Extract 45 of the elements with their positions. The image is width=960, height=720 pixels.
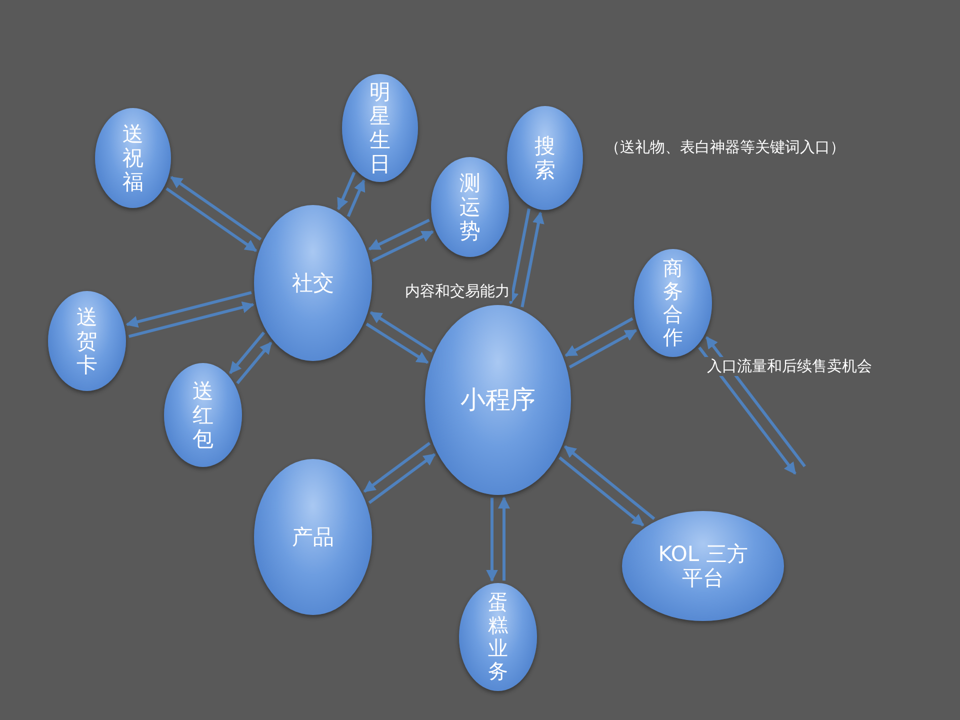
ellipse-node xyxy=(431,157,509,257)
note-text: （送礼物、表白神器等关键词入口） xyxy=(605,138,845,157)
node-text: 送祝福 xyxy=(122,122,144,194)
node-text: 商务合作 xyxy=(662,257,684,349)
node-text: 送贺卡 xyxy=(76,304,98,378)
arrow xyxy=(236,342,272,384)
node-text: 测运势 xyxy=(458,170,482,244)
arrow xyxy=(558,456,644,526)
node-text: 明星生日 xyxy=(368,80,392,176)
ellipse-node xyxy=(95,108,171,208)
node-text: KOL 三方平台 xyxy=(658,542,748,590)
arrow xyxy=(568,328,638,368)
node-text: 产品 xyxy=(292,524,334,550)
arrow xyxy=(368,453,436,504)
arrow xyxy=(698,346,796,475)
ellipse-node xyxy=(164,363,242,467)
node-text: 搜索 xyxy=(534,134,556,182)
node-text: 小程序 xyxy=(460,386,536,414)
edge-label: 内容和交易能力 xyxy=(403,282,512,301)
edge-label: 入口流量和后续售卖机会 xyxy=(705,357,874,376)
node-text: 社交 xyxy=(292,270,334,296)
node-text: 蛋糕业务 xyxy=(487,591,509,683)
arrow xyxy=(705,336,806,468)
arrow xyxy=(166,187,258,252)
ellipse-node xyxy=(459,583,537,691)
arrow xyxy=(128,301,254,338)
arrow xyxy=(126,291,252,328)
arrow xyxy=(506,208,531,305)
node-text: 送红包 xyxy=(192,378,214,452)
arrow xyxy=(368,218,430,250)
arrow xyxy=(486,498,498,582)
arrow xyxy=(498,496,510,581)
arrow xyxy=(337,172,356,210)
arrow xyxy=(564,317,634,357)
arrow xyxy=(229,332,266,374)
arrow xyxy=(170,176,262,241)
arrow xyxy=(520,212,544,308)
arrow xyxy=(366,322,429,364)
arrow xyxy=(363,442,431,493)
arrow xyxy=(346,179,366,218)
arrow xyxy=(370,311,433,352)
arrow xyxy=(564,445,656,520)
ellipse-node xyxy=(342,74,418,182)
ellipse-node xyxy=(634,249,712,357)
arrow xyxy=(372,230,434,262)
